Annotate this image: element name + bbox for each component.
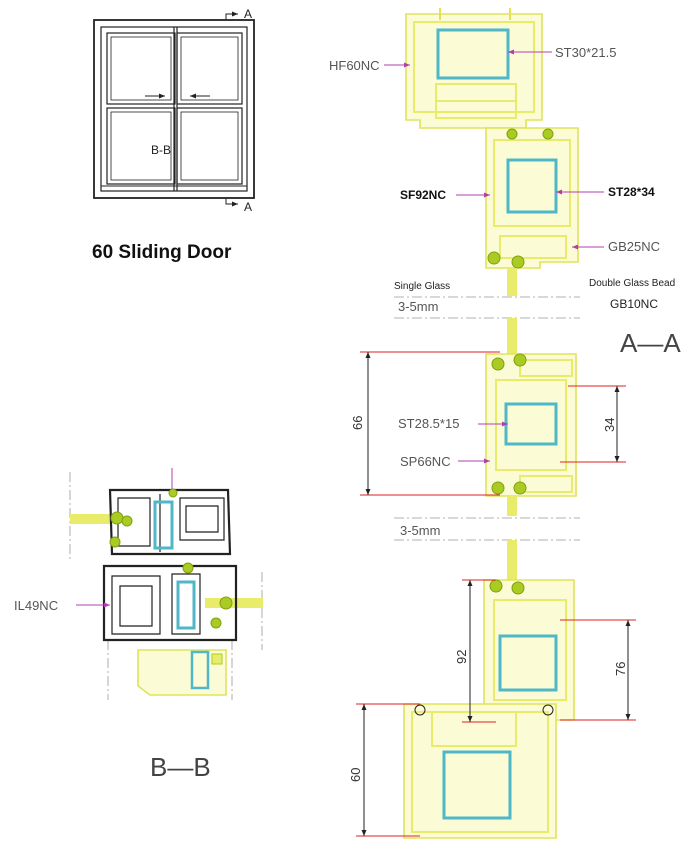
door-elevation: A A B-B bbox=[93, 7, 255, 214]
section-bb-tag: B-B bbox=[151, 143, 171, 157]
dimension-66: 66 bbox=[350, 351, 500, 496]
label-glass-mid: 3-5mm bbox=[400, 523, 440, 538]
label-gb10nc: GB10NC bbox=[610, 297, 658, 311]
dimension-92: 92 bbox=[454, 579, 496, 723]
label-st30: ST30*21.5 bbox=[555, 45, 616, 60]
label-single-glass: Single Glass bbox=[394, 281, 450, 292]
label-il49nc: IL49NC bbox=[14, 598, 58, 613]
section-aa: HF60NC ST30*21.5 SF92NC ST28*34 GB25NC S… bbox=[329, 8, 681, 839]
dimension-76: 76 bbox=[560, 619, 636, 721]
section-a-top: A bbox=[244, 7, 252, 21]
dim-76-text: 76 bbox=[613, 662, 628, 676]
dim-66-text: 66 bbox=[350, 416, 365, 430]
section-bb-label: B—B bbox=[150, 752, 211, 782]
dimension-34: 34 bbox=[560, 385, 626, 463]
label-glass-top: 3-5mm bbox=[398, 299, 438, 314]
label-sf92nc: SF92NC bbox=[400, 188, 446, 202]
label-st28-5: ST28.5*15 bbox=[398, 416, 459, 431]
label-gb25nc: GB25NC bbox=[608, 239, 660, 254]
section-aa-label: A—A bbox=[620, 328, 681, 358]
label-hf60nc: HF60NC bbox=[329, 58, 380, 73]
label-st28-34: ST28*34 bbox=[608, 185, 655, 199]
dim-60-text: 60 bbox=[348, 768, 363, 782]
dimension-60: 60 bbox=[348, 703, 420, 837]
dim-92-text: 92 bbox=[454, 650, 469, 664]
label-sp66nc: SP66NC bbox=[400, 454, 451, 469]
dim-34-text: 34 bbox=[602, 418, 617, 432]
section-bb: IL49NC B—B bbox=[14, 468, 263, 782]
drawing-title: 60 Sliding Door bbox=[92, 242, 232, 263]
label-double-glass-bead: Double Glass Bead bbox=[589, 278, 675, 289]
section-a-bottom: A bbox=[244, 200, 252, 214]
